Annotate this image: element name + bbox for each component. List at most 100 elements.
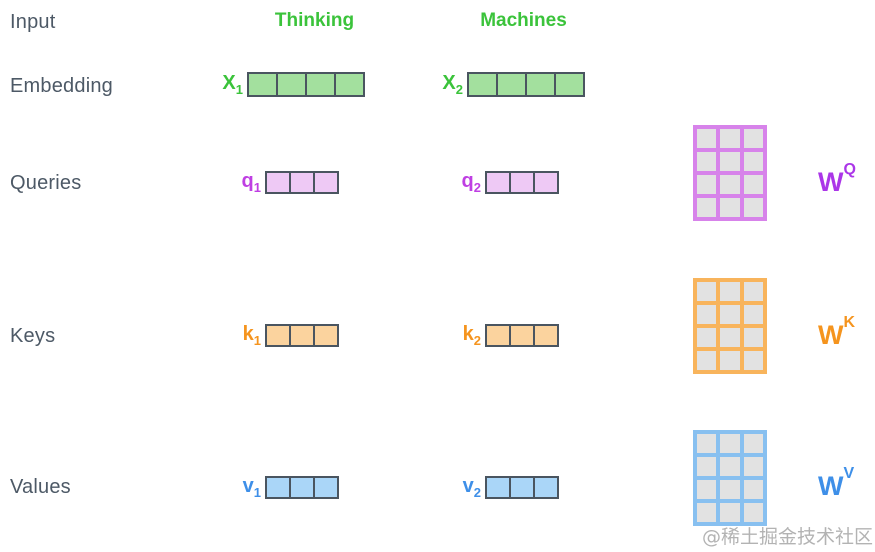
- vector-label-v2: v2: [441, 476, 481, 499]
- vector-cells-q1: [265, 171, 339, 194]
- vector-label-k2: k2: [441, 324, 481, 347]
- vector-label-base: v: [242, 475, 254, 497]
- vector-label-sub: 1: [253, 333, 261, 348]
- vector-cell: [511, 326, 535, 345]
- matrix-label-wq: WQ: [818, 162, 856, 197]
- vector-cell: [487, 478, 511, 497]
- matrix-cell: [697, 434, 717, 453]
- matrix-cell: [743, 457, 763, 476]
- matrix-cell: [697, 328, 717, 347]
- vector-cell: [291, 173, 315, 192]
- matrix-label-wv: WV: [818, 466, 854, 501]
- vector-label-sub: 2: [473, 333, 481, 348]
- value-vector-v1: v1: [221, 476, 339, 499]
- row-label-input: Input: [10, 11, 56, 33]
- embedding-vector-x1: X1: [203, 72, 365, 97]
- vector-label-base: k: [242, 323, 254, 345]
- vector-cell: [511, 173, 535, 192]
- vector-cells-v1: [265, 476, 339, 499]
- matrix-cell: [697, 282, 717, 301]
- vector-cell: [487, 173, 511, 192]
- vector-cells-q2: [485, 171, 559, 194]
- vector-cell: [315, 326, 337, 345]
- vector-label-q2: q2: [441, 171, 481, 194]
- vector-cell: [498, 74, 527, 95]
- watermark-text: @稀土掘金技术社区: [701, 526, 873, 548]
- matrix-cell: [697, 198, 717, 217]
- vector-cell: [278, 74, 307, 95]
- vector-cells-k1: [265, 324, 339, 347]
- matrix-cell: [720, 198, 740, 217]
- vector-label-base: q: [461, 170, 474, 192]
- matrix-cell: [720, 328, 740, 347]
- key-vector-k2: k2: [441, 324, 559, 347]
- vector-cells-x1: [247, 72, 365, 97]
- vector-label-base: q: [241, 170, 254, 192]
- matrix-label-sup: V: [843, 465, 855, 482]
- matrix-cell: [720, 434, 740, 453]
- matrix-cell: [697, 480, 717, 499]
- vector-cells-v2: [485, 476, 559, 499]
- query-vector-q2: q2: [441, 171, 559, 194]
- matrix-cell: [720, 351, 740, 370]
- matrix-cell: [743, 129, 763, 148]
- matrix-cell: [720, 503, 740, 522]
- matrix-cell: [743, 282, 763, 301]
- matrix-cell: [720, 457, 740, 476]
- matrix-cell: [743, 434, 763, 453]
- matrix-label-base: W: [818, 471, 844, 501]
- vector-label-base: X: [222, 72, 236, 94]
- query-vector-q1: q1: [221, 171, 339, 194]
- vector-label-sub: 2: [455, 82, 463, 97]
- matrix-cell: [697, 457, 717, 476]
- matrix-cell: [697, 503, 717, 522]
- vector-cell: [267, 478, 291, 497]
- vector-label-x1: X1: [203, 73, 243, 96]
- column-header-machines: Machines: [480, 10, 567, 31]
- matrix-cell: [743, 305, 763, 324]
- row-label-keys: Keys: [10, 325, 56, 347]
- vector-cell: [291, 326, 315, 345]
- vector-label-base: v: [462, 475, 474, 497]
- vector-cell: [291, 478, 315, 497]
- matrix-cell: [743, 175, 763, 194]
- matrix-cell: [720, 305, 740, 324]
- vector-label-sub: 1: [253, 485, 261, 500]
- matrix-cell: [720, 129, 740, 148]
- matrix-cell: [697, 305, 717, 324]
- row-label-embedding: Embedding: [10, 75, 113, 97]
- key-vector-k1: k1: [221, 324, 339, 347]
- weight-matrix-wk: [693, 278, 767, 374]
- vector-cell: [556, 74, 583, 95]
- weight-matrix-wq: [693, 125, 767, 221]
- matrix-label-sup: K: [843, 314, 856, 331]
- matrix-cell: [720, 175, 740, 194]
- vector-cell: [469, 74, 498, 95]
- vector-cell: [267, 326, 291, 345]
- matrix-cell: [743, 328, 763, 347]
- vector-cell: [315, 478, 337, 497]
- matrix-cell: [743, 480, 763, 499]
- matrix-cell: [697, 175, 717, 194]
- vector-cell: [511, 478, 535, 497]
- vector-cell: [535, 326, 557, 345]
- embedding-vector-x2: X2: [423, 72, 585, 97]
- vector-cell: [315, 173, 337, 192]
- matrix-cell: [743, 351, 763, 370]
- vector-label-sub: 2: [473, 485, 481, 500]
- matrix-label-base: W: [818, 167, 844, 197]
- matrix-label-base: W: [818, 320, 844, 350]
- vector-label-v1: v1: [221, 476, 261, 499]
- row-label-values: Values: [10, 476, 71, 498]
- matrix-cell: [720, 152, 740, 171]
- vector-cell: [307, 74, 336, 95]
- vector-label-sub: 1: [235, 82, 243, 97]
- vector-cell: [527, 74, 556, 95]
- vector-cells-x2: [467, 72, 585, 97]
- vector-cell: [535, 478, 557, 497]
- vector-label-sub: 1: [253, 180, 261, 195]
- vector-cell: [249, 74, 278, 95]
- matrix-cell: [697, 351, 717, 370]
- matrix-cell: [743, 198, 763, 217]
